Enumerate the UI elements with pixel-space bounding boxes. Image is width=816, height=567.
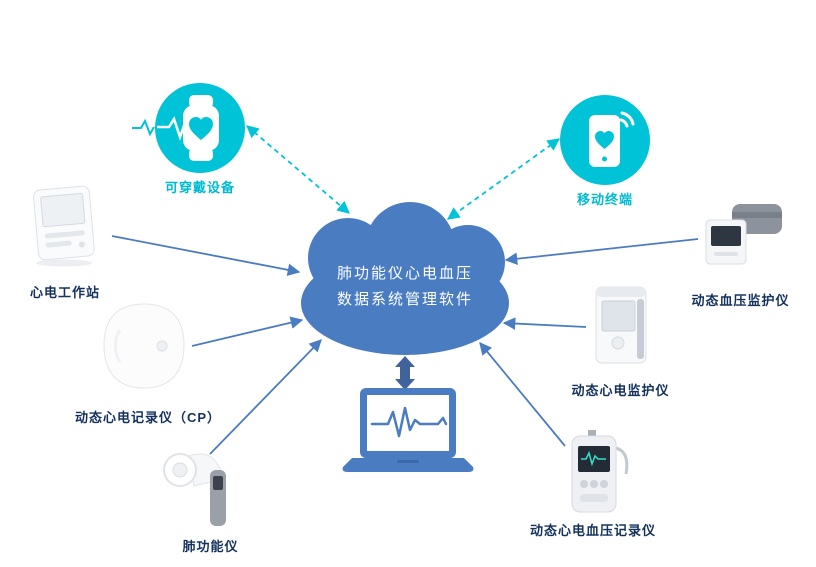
home-button-icon (602, 156, 607, 162)
arrow-wearable-cloud (246, 125, 350, 214)
heart-icon (595, 131, 614, 149)
cloud-laptop-sync-arrow-icon (395, 356, 415, 390)
bp-monitor-image (698, 200, 788, 272)
ecg-bp-recorder-label: 动态心电血压记录仪 (529, 523, 656, 538)
ecg-bp-recorder-image (558, 428, 638, 520)
heart-icon (189, 117, 213, 140)
spirometer-label: 肺功能仪 (182, 539, 239, 554)
cp-recorder-image (100, 300, 188, 392)
arrow-ecg-monitor-to-cloud (502, 317, 587, 330)
wearable-device-node (155, 83, 245, 173)
wearable-device-label: 可穿戴设备 (164, 180, 235, 195)
mobile-terminal-node (560, 95, 650, 185)
signal-waves-icon (619, 111, 635, 128)
spirometer-image (158, 444, 240, 532)
ecg-monitor-label: 动态心电监护仪 (571, 383, 670, 398)
arrow-cp-recorder-to-cloud (191, 316, 304, 347)
cloud-title: 肺功能仪心电血压 数据系统管理软件 (303, 261, 507, 313)
arrow-ecg-bp-recorder-to-cloud (479, 342, 566, 447)
smartphone-icon (589, 111, 635, 167)
cloud-title-line1: 肺功能仪心电血压 (336, 265, 473, 282)
ecg-monitor-image (590, 285, 652, 367)
cp-recorder-label: 动态心电记录仪（CP） (74, 410, 222, 425)
pulse-line-icon (132, 118, 155, 137)
cloud-shape (301, 202, 509, 355)
smartwatch-icon (157, 95, 219, 161)
ecg-workstation-label: 心电工作站 (29, 285, 100, 300)
bp-monitor-label: 动态血压监护仪 (691, 293, 790, 308)
arrow-spirometer-to-cloud (209, 339, 322, 455)
arrow-ecg-workstation-to-cloud (111, 235, 301, 277)
arrow-mobile-cloud (446, 138, 561, 220)
ecg-workstation-image (24, 184, 106, 268)
laptop-icon (340, 388, 476, 474)
arrow-bp-monitor-to-cloud (504, 238, 699, 266)
mobile-terminal-label: 移动终端 (576, 192, 633, 207)
ecg-waveform-icon (370, 406, 448, 438)
cloud-title-line2: 数据系统管理软件 (336, 291, 473, 308)
